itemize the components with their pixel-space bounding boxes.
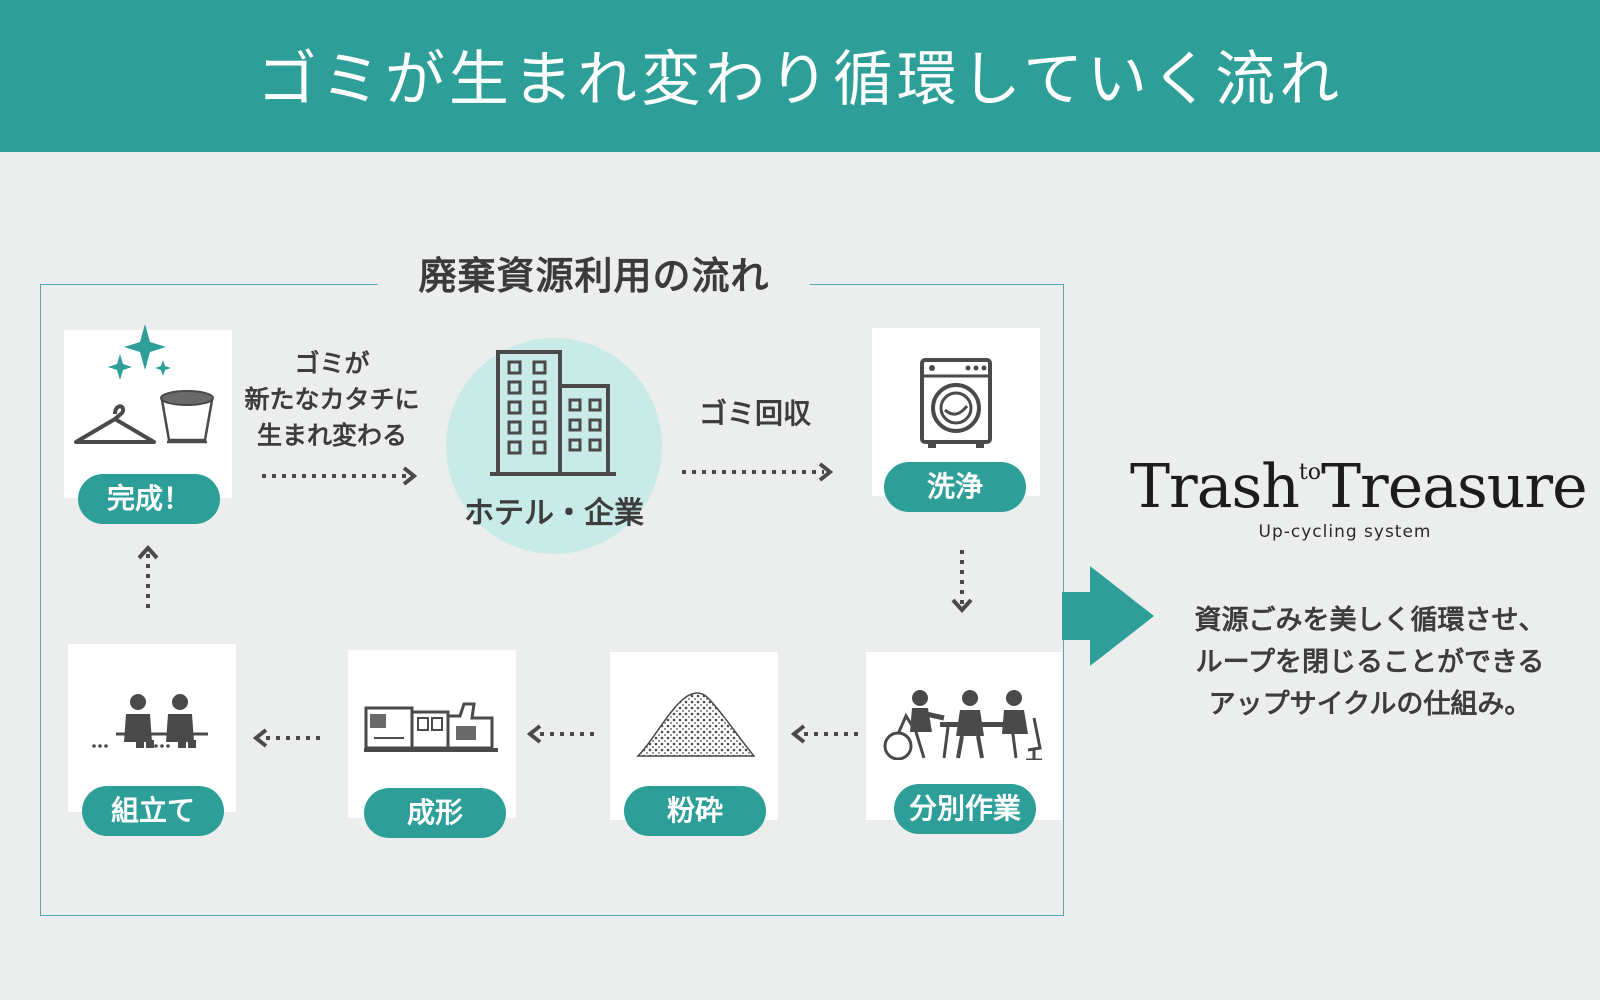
arrow-complete-to-hotel	[262, 466, 418, 486]
step-complete-pill: 完成！	[78, 474, 220, 524]
brand-name-sup: to	[1298, 460, 1321, 485]
arrow-mold-to-assemble	[252, 728, 322, 748]
transform-note-line-2: 新たなカタチに	[244, 385, 420, 414]
brand-name-left: Trash	[1130, 452, 1300, 522]
brand-subtitle: Up-cycling system	[1258, 522, 1432, 542]
description-line-1: 資源ごみを美しく循環させ、	[1194, 605, 1546, 636]
step-assemble-pill: 組立て	[82, 786, 224, 836]
page-title: ゴミが生まれ変わり循環していく流れ	[256, 44, 1344, 115]
arrow-hotel-to-wash	[682, 462, 834, 482]
washing-machine-icon	[920, 358, 992, 448]
arrow-assemble-to-complete	[137, 545, 159, 614]
flow-title: 廃棄資源利用の流れ	[378, 248, 810, 304]
arrow-wash-to-sort	[951, 550, 973, 613]
header-banner: ゴミが生まれ変わり循環していく流れ	[0, 0, 1600, 152]
sorting-workers-icon	[883, 690, 1042, 760]
step-crush-pill: 粉砕	[624, 786, 766, 836]
molding-machine-icon	[364, 702, 498, 752]
assemble-card	[68, 644, 236, 812]
transform-note-line-1: ゴミが	[294, 349, 370, 378]
description-line-3: アップサイクルの仕組み。	[1208, 689, 1532, 720]
brand-logo: TrashtoTreasure	[1130, 452, 1588, 522]
hotel-circle	[446, 338, 662, 554]
arrow-sort-to-crush	[790, 724, 860, 744]
big-right-arrow	[1062, 566, 1154, 666]
step-wash-pill: 洗浄	[884, 462, 1026, 512]
pot-icon	[160, 390, 214, 444]
transform-note-line-3: 生まれ変わる	[256, 421, 407, 450]
brand-name-right: Treasure	[1321, 452, 1588, 522]
hotel-label: ホテル・企業	[464, 496, 644, 531]
description: 資源ごみを美しく循環させ、 ループを閉じることができる アップサイクルの仕組み。	[1150, 600, 1590, 726]
powder-pile-icon	[636, 692, 756, 757]
sparkle-icon	[108, 324, 171, 380]
assembly-workers-icon	[92, 694, 208, 748]
hanger-icon	[74, 404, 156, 444]
building-icon	[490, 350, 616, 476]
transform-note: ゴミが 新たなカタチに 生まれ変わる	[232, 346, 432, 454]
step-mold-pill: 成形	[364, 788, 506, 838]
step-sort-pill: 分別作業	[894, 784, 1036, 834]
arrow-crush-to-mold	[526, 724, 596, 744]
collection-label: ゴミ回収	[698, 397, 811, 430]
description-line-2: ループを閉じることができる	[1195, 647, 1545, 678]
